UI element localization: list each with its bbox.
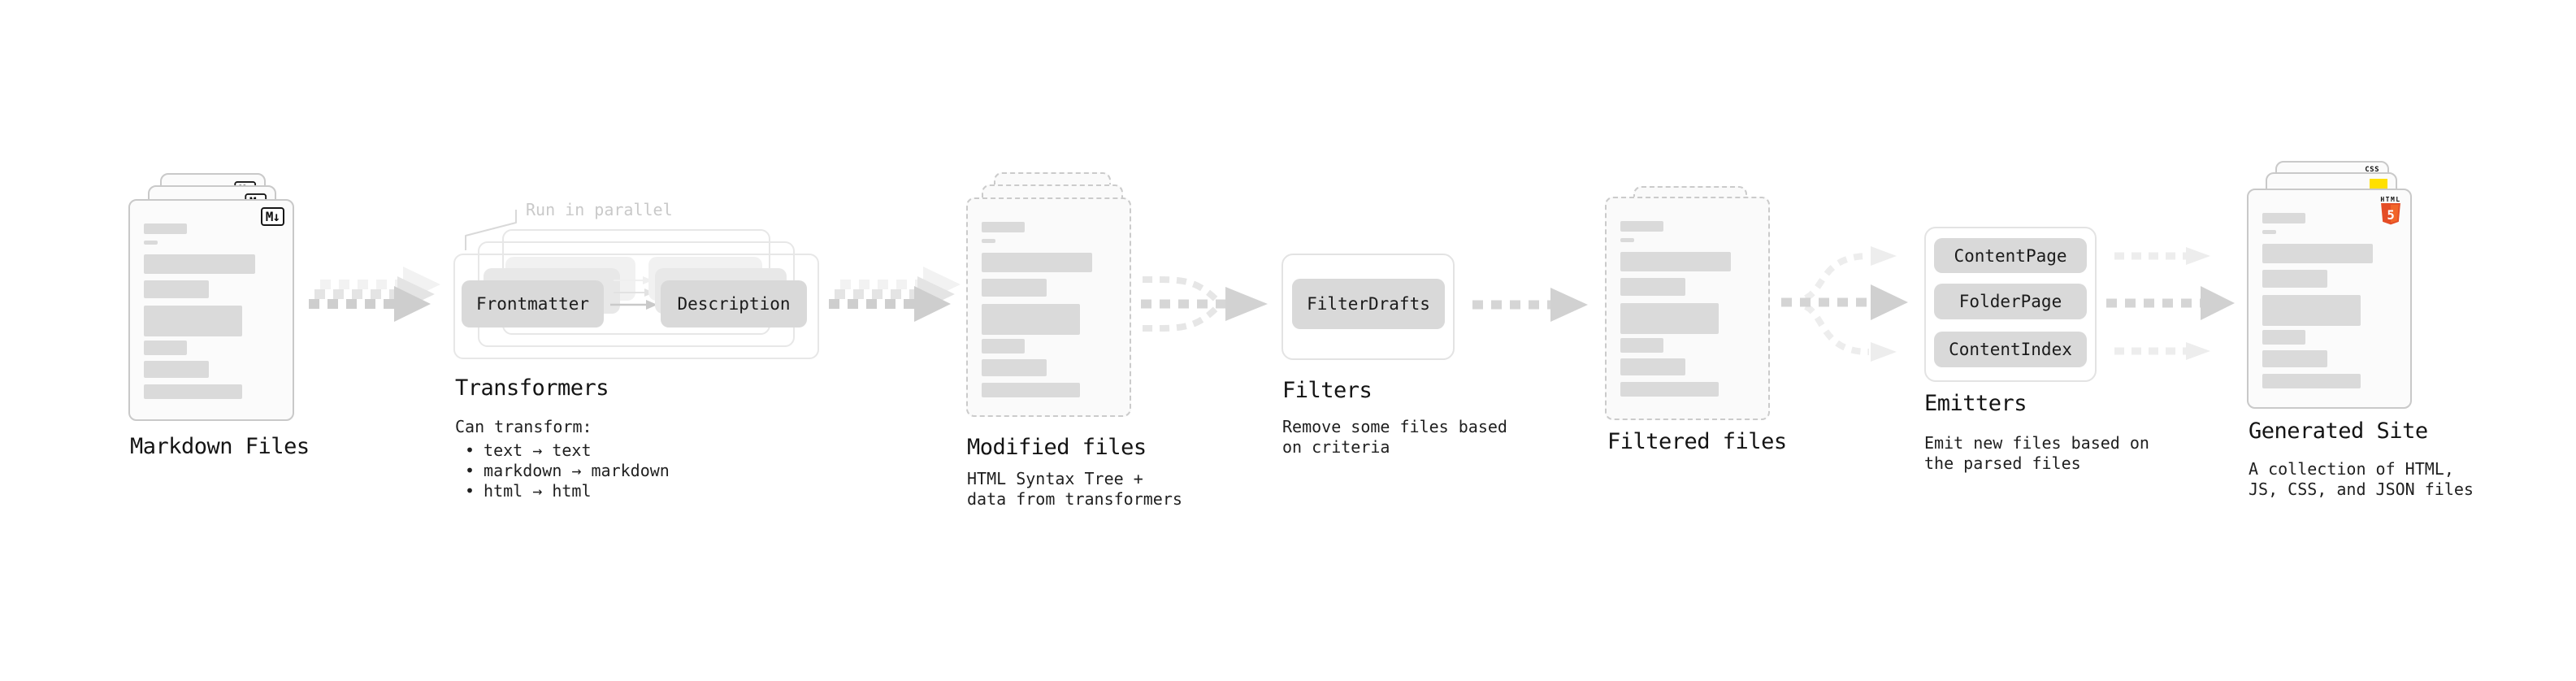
bullet-dot: •	[465, 440, 475, 460]
doc-text-bar	[2262, 244, 2373, 263]
flow-arrow-modified-to-filters	[1141, 275, 1268, 332]
stage-markdown-files: M↓ M↓ M↓ Markdown Files	[128, 161, 332, 486]
js-icon	[2370, 179, 2387, 189]
doc-text-bar	[1620, 238, 1634, 242]
subtitle-line: A collection of HTML,	[2249, 459, 2454, 479]
doc-front: M↓	[128, 199, 294, 421]
doc-front	[1605, 197, 1770, 420]
stage-generated-site: CSS HTML 5 Generated Site A collection o…	[2247, 161, 2474, 510]
doc-content-placeholder	[1620, 198, 1759, 419]
doc-text-bar	[1620, 382, 1719, 397]
html5-number: 5	[2387, 208, 2394, 223]
doc-text-bar	[144, 340, 187, 355]
doc-text-bar	[982, 239, 995, 243]
subtitle-line: JS, CSS, and JSON files	[2249, 479, 2474, 499]
bullet-dot: •	[465, 481, 475, 501]
stage-title: Filters	[1282, 378, 1373, 403]
run-in-parallel-label: Run in parallel	[526, 200, 673, 219]
doc-text-bar	[144, 280, 210, 298]
doc-content-placeholder	[2262, 190, 2400, 407]
flow-arrow-filters-to-filtered	[1472, 288, 1588, 322]
subtitle-line: the parsed files	[1924, 453, 2081, 473]
stage-title: Emitters	[1924, 391, 2027, 416]
html5-label: HTML	[2380, 196, 2401, 203]
stage-filtered-files: Filtered files	[1605, 186, 1808, 462]
stage-modified-files: Modified files HTML Syntax Tree + data f…	[966, 160, 1182, 518]
doc-text-bar	[982, 383, 1080, 397]
doc-content-placeholder	[982, 199, 1120, 415]
doc-text-bar	[144, 223, 187, 234]
contentpage-chip: ContentPage	[1934, 238, 2087, 273]
doc-text-bar	[1620, 221, 1663, 232]
doc-text-bar	[982, 359, 1047, 376]
doc-text-bar	[2262, 350, 2327, 367]
contentindex-chip: ContentIndex	[1934, 332, 2087, 367]
bullet-text: html → html	[484, 481, 592, 501]
bullet-text: markdown → markdown	[484, 461, 670, 480]
doc-text-bar	[1620, 358, 1685, 375]
doc-front	[966, 197, 1131, 417]
html5-icon: HTML 5	[2379, 196, 2403, 229]
bullet-item: • text → text	[465, 440, 592, 460]
stage-title: Filtered files	[1607, 429, 1787, 454]
callout-line	[465, 210, 517, 250]
subtitle-line: Remove some files based	[1282, 417, 1507, 436]
subtitle-line: Emit new files based on	[1924, 433, 2149, 453]
doc-text-bar	[2262, 270, 2327, 288]
subtitle-line: on criteria	[1282, 437, 1390, 457]
doc-text-bar	[144, 361, 210, 378]
stage-emitters: ContentPage FolderPage ContentIndex Emit…	[1924, 227, 2168, 473]
doc-text-bar	[982, 222, 1025, 232]
bullet-item: • markdown → markdown	[465, 461, 670, 480]
doc-text-bar	[144, 306, 243, 336]
bullet-text: text → text	[484, 440, 592, 460]
parallel-box-front	[453, 254, 819, 359]
doc-text-bar	[982, 279, 1047, 297]
doc-text-bar	[2262, 213, 2305, 223]
doc-text-bar	[982, 304, 1080, 335]
flow-arrow-transformers-to-modified	[829, 267, 961, 322]
frontmatter-chip: Frontmatter	[462, 280, 604, 327]
stage-title: Modified files	[967, 435, 1147, 460]
doc-text-bar	[1620, 278, 1685, 296]
doc-content-placeholder	[144, 201, 283, 419]
doc-front-html: HTML 5	[2247, 189, 2412, 409]
flow-arrow-filtered-to-emitters	[1781, 246, 1908, 362]
folderpage-chip: FolderPage	[1934, 284, 2087, 319]
html5-shield: 5	[2381, 203, 2400, 225]
stage-title: Transformers	[455, 375, 609, 401]
subtitle-line: Can transform:	[455, 417, 592, 436]
doc-text-bar	[1620, 303, 1719, 334]
filterdrafts-chip: FilterDrafts	[1292, 279, 1445, 329]
subtitle-line: data from transformers	[967, 489, 1182, 509]
stage-filters: FilterDrafts Filters Remove some files b…	[1281, 254, 1517, 465]
doc-text-bar	[144, 254, 255, 274]
stage-transformers: Run in parallel Frontmatter Description …	[453, 195, 835, 512]
doc-text-bar	[982, 253, 1092, 272]
subtitle-line: HTML Syntax Tree +	[967, 469, 1143, 488]
bullet-dot: •	[465, 461, 475, 480]
flow-arrow-markdown-to-transformers	[309, 267, 440, 322]
doc-text-bar	[144, 384, 243, 399]
flow-arrow-emitters-to-site	[2106, 247, 2235, 360]
doc-text-bar	[2262, 230, 2276, 234]
description-chip: Description	[661, 280, 807, 327]
doc-text-bar	[144, 241, 158, 245]
markdown-icon: M↓	[260, 207, 284, 226]
doc-text-bar	[2262, 330, 2305, 345]
doc-text-bar	[2262, 295, 2361, 326]
stage-title: Generated Site	[2249, 419, 2428, 444]
doc-text-bar	[2262, 374, 2361, 388]
doc-text-bar	[1620, 338, 1663, 353]
stage-title: Markdown Files	[130, 434, 310, 459]
bullet-item: • html → html	[465, 481, 592, 501]
doc-text-bar	[982, 339, 1025, 354]
doc-text-bar	[1620, 252, 1731, 271]
